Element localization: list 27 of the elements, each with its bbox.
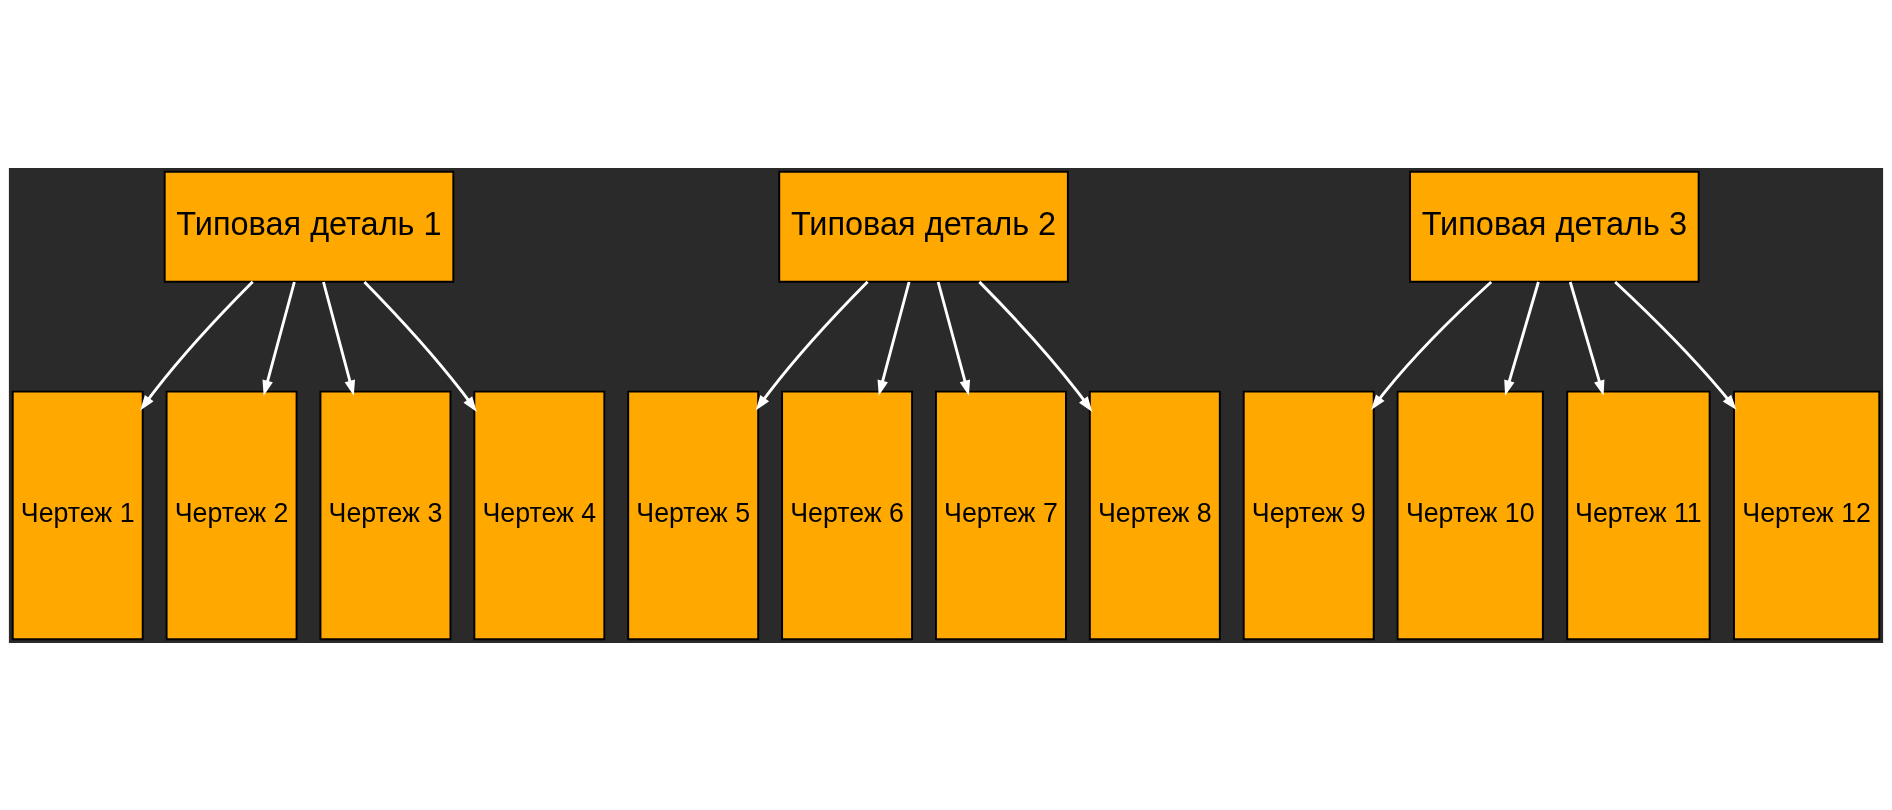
- node-box: Чертеж 6: [781, 390, 914, 640]
- arrow: [1614, 280, 1737, 410]
- node-box: Типовая деталь 2: [778, 170, 1069, 283]
- node-box: Чертеж 7: [935, 390, 1067, 640]
- node-box: Чертеж 1: [11, 390, 144, 640]
- arrow: [262, 281, 296, 396]
- node-box: Чертеж 3: [319, 390, 452, 640]
- arrow: [1371, 280, 1493, 410]
- arrow: [363, 280, 477, 412]
- node-box: Чертеж 10: [1396, 390, 1544, 640]
- node-box: Чертеж 2: [165, 390, 298, 640]
- node-box: Чертеж 5: [627, 390, 760, 640]
- arrow: [1504, 281, 1540, 396]
- node-box: Чертеж 11: [1566, 390, 1711, 640]
- arrow: [322, 281, 356, 396]
- node-box: Чертеж 4: [473, 390, 606, 640]
- arrow: [978, 280, 1093, 412]
- arrow: [877, 281, 911, 396]
- node-box: Чертеж 9: [1242, 390, 1375, 640]
- node-box: Типовая деталь 3: [1409, 170, 1700, 283]
- node-box: Чертеж 8: [1088, 390, 1221, 640]
- arrow: [936, 281, 971, 396]
- arrow: [140, 280, 254, 411]
- node-box: Типовая деталь 1: [163, 170, 455, 283]
- node-box: Чертеж 12: [1733, 390, 1881, 640]
- arrow: [755, 280, 869, 411]
- arrow: [1568, 281, 1605, 396]
